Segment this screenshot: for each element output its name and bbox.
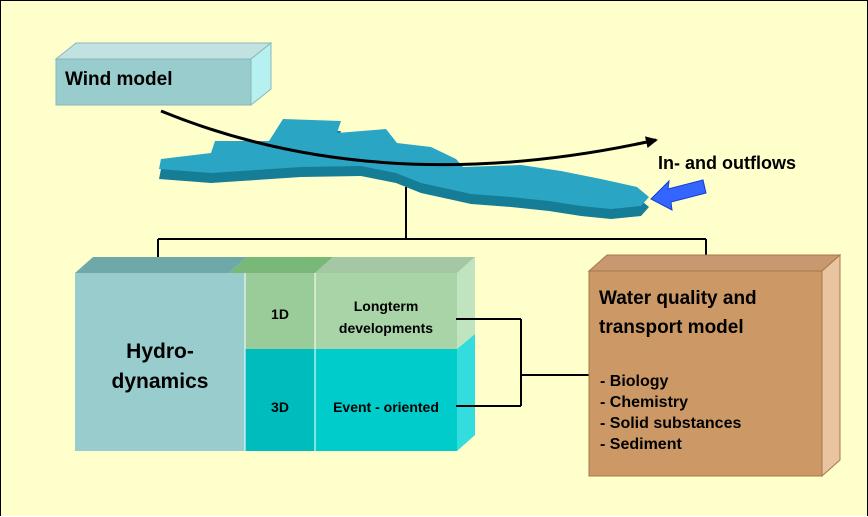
row-1d-desc-line-2: developments (338, 320, 434, 336)
wind-arrow (160, 109, 658, 167)
row-3d-dim-label: 3D (271, 399, 289, 415)
hydrodynamics-line-1: Hydro- (126, 340, 194, 363)
lake-shape (159, 119, 649, 219)
row-1d-desc-line-1: Longterm (353, 298, 419, 314)
hydrodynamics-line-2: dynamics (111, 370, 209, 393)
row-1d-dim-label: 1D (271, 306, 289, 322)
water-quality-box (587, 253, 842, 478)
inflow-arrow (650, 179, 707, 211)
list-item: - Sediment (600, 436, 682, 453)
wind-model-box (54, 41, 273, 107)
in-outflows-label: In- and outflows (658, 153, 796, 173)
list-item: - Solid substances (600, 415, 742, 432)
list-item: - Biology (600, 373, 669, 390)
hydrodynamics-block (75, 257, 475, 451)
water-quality-title: Water quality and transport model (599, 284, 757, 342)
row-1d-description: Longterm developments (315, 295, 457, 339)
list-item: - Chemistry (600, 394, 689, 411)
water-quality-title-line-1: Water quality and (599, 288, 757, 309)
bracket-connector (456, 318, 589, 407)
wind-model-label: Wind model (65, 69, 173, 90)
row-3d-description: Event - oriented (333, 399, 439, 415)
water-quality-title-line-2: transport model (599, 317, 744, 338)
hydrodynamics-label: Hydro- dynamics (75, 337, 245, 397)
water-quality-list: - Biology - Chemistry - Solid substances… (600, 371, 741, 455)
